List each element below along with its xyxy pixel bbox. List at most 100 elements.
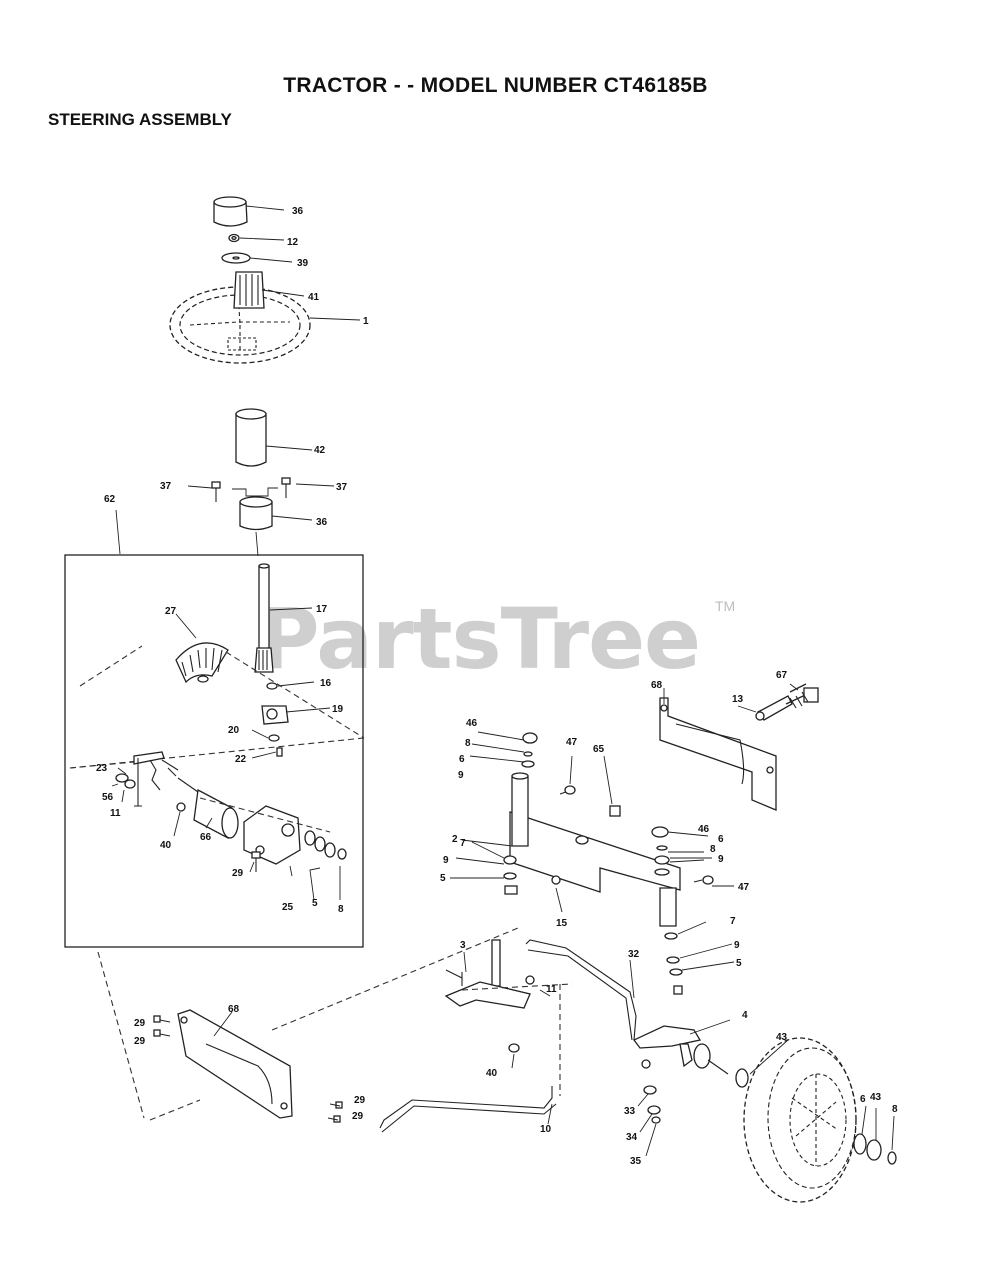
watermark-trademark: TM bbox=[715, 598, 736, 614]
steering-nut bbox=[228, 233, 240, 243]
callout-7-right: 7 bbox=[730, 916, 736, 927]
mount-bracket bbox=[243, 805, 301, 865]
callout-34: 34 bbox=[626, 1132, 638, 1143]
callout-4: 4 bbox=[742, 1010, 748, 1021]
callout-46-left: 46 bbox=[466, 718, 478, 729]
callout-8-box: 8 bbox=[338, 904, 344, 915]
callout-20: 20 bbox=[228, 725, 240, 736]
steering-box-group bbox=[64, 554, 364, 948]
steering-washer bbox=[221, 252, 251, 264]
callout-56: 56 bbox=[102, 792, 114, 803]
front-axle bbox=[509, 811, 681, 893]
column-screw-left bbox=[211, 481, 221, 502]
watermark: PartsTree bbox=[258, 590, 701, 688]
left-pivot-tube bbox=[511, 772, 529, 847]
callout-5-box: 5 bbox=[312, 898, 318, 909]
box-alignment-lines bbox=[69, 761, 331, 833]
callout-29-bracket-top: 29 bbox=[134, 1018, 146, 1029]
bracket-washers bbox=[304, 830, 347, 860]
callout-47-left: 47 bbox=[566, 737, 578, 748]
callout-2: 2 bbox=[452, 834, 458, 845]
callout-66: 66 bbox=[200, 832, 212, 843]
callout-39: 39 bbox=[297, 258, 309, 269]
frame-alignment-lines bbox=[97, 927, 519, 1121]
callout-23: 23 bbox=[96, 763, 108, 774]
rear-bracket bbox=[659, 697, 777, 811]
axle-bolt-lower bbox=[508, 1043, 520, 1053]
page-title: TRACTOR - - MODEL NUMBER CT46185B bbox=[283, 74, 708, 97]
callout-29-box: 29 bbox=[232, 868, 244, 879]
column-screw-right bbox=[281, 477, 291, 498]
gear-alignment-lines bbox=[69, 645, 365, 769]
callout-36: 36 bbox=[292, 206, 304, 217]
steering-cap bbox=[213, 196, 248, 227]
callout-9-left: 9 bbox=[458, 770, 464, 781]
callout-10: 10 bbox=[540, 1124, 552, 1135]
callout-8-wheel: 8 bbox=[892, 1104, 898, 1115]
callout-11: 11 bbox=[546, 984, 557, 995]
spring-washer bbox=[268, 734, 280, 742]
section-title: STEERING ASSEMBLY bbox=[48, 110, 232, 129]
pivot-washers bbox=[115, 773, 136, 789]
callout-8-left: 8 bbox=[465, 738, 471, 749]
callout-29-bracket-low: 29 bbox=[354, 1095, 366, 1106]
callout-19: 19 bbox=[332, 704, 344, 715]
sector-gear bbox=[175, 642, 229, 684]
callout-37-left: 37 bbox=[160, 481, 172, 492]
callout-41: 41 bbox=[308, 292, 320, 303]
callout-labels: 36 12 39 1 41 42 37 37 36 62 17 27 16 19… bbox=[96, 206, 898, 1167]
callout-6-right: 6 bbox=[718, 834, 724, 845]
callout-43-outer: 43 bbox=[870, 1092, 882, 1103]
pivot-bolt bbox=[176, 802, 186, 812]
right-spindle-cap bbox=[651, 826, 669, 838]
axle-spacer bbox=[609, 805, 621, 817]
callout-5-left: 5 bbox=[440, 873, 446, 884]
callout-13: 13 bbox=[732, 694, 744, 705]
spindle-left-bolt bbox=[525, 975, 535, 985]
callout-35: 35 bbox=[630, 1156, 642, 1167]
grease-fitting-left bbox=[559, 785, 576, 795]
callout-17: 17 bbox=[316, 604, 328, 615]
callout-6-left: 6 bbox=[459, 754, 465, 765]
callout-8-right: 8 bbox=[710, 844, 716, 855]
callout-29-bracket-mid: 29 bbox=[134, 1036, 146, 1047]
callout-42: 42 bbox=[314, 445, 326, 456]
tie-rod-alignment bbox=[461, 983, 573, 1096]
callout-67: 67 bbox=[776, 670, 788, 681]
leader-lines bbox=[111, 205, 895, 1157]
callout-37-right: 37 bbox=[336, 482, 348, 493]
front-wheel bbox=[743, 1037, 857, 1203]
callout-25: 25 bbox=[282, 902, 294, 913]
callout-27: 27 bbox=[165, 606, 177, 617]
pivot-tube bbox=[177, 777, 239, 840]
tie-rod bbox=[379, 1086, 557, 1133]
steering-adapter bbox=[233, 271, 265, 309]
wheel-washer-inner bbox=[735, 1068, 749, 1088]
tie-rod-washers bbox=[641, 1059, 661, 1124]
shaft-washer bbox=[266, 682, 278, 690]
drag-link bbox=[525, 939, 637, 1041]
callout-29-bracket-bottom: 29 bbox=[352, 1111, 364, 1122]
left-spindle-cap bbox=[522, 732, 538, 744]
column-bushing bbox=[235, 408, 267, 467]
callout-33: 33 bbox=[624, 1106, 636, 1117]
axle-bolt bbox=[551, 875, 561, 885]
pivot-bar bbox=[133, 751, 179, 807]
callout-9-right: 9 bbox=[718, 854, 724, 865]
callout-9-right-lower: 9 bbox=[734, 940, 740, 951]
callout-65: 65 bbox=[593, 744, 605, 755]
adjust-bolt bbox=[785, 683, 819, 709]
callout-12: 12 bbox=[287, 237, 299, 248]
callout-6-wheel: 6 bbox=[860, 1094, 866, 1105]
spindle-right bbox=[632, 1025, 729, 1075]
callout-40: 40 bbox=[486, 1068, 498, 1079]
callout-47-right: 47 bbox=[738, 882, 750, 893]
right-spindle-washers bbox=[654, 845, 670, 876]
callout-40-box: 40 bbox=[160, 840, 172, 851]
callout-62: 62 bbox=[104, 494, 116, 505]
right-pivot-tube bbox=[659, 887, 677, 927]
callout-16: 16 bbox=[320, 678, 332, 689]
steering-bracket bbox=[261, 705, 289, 725]
callout-68-front: 68 bbox=[228, 1004, 240, 1015]
